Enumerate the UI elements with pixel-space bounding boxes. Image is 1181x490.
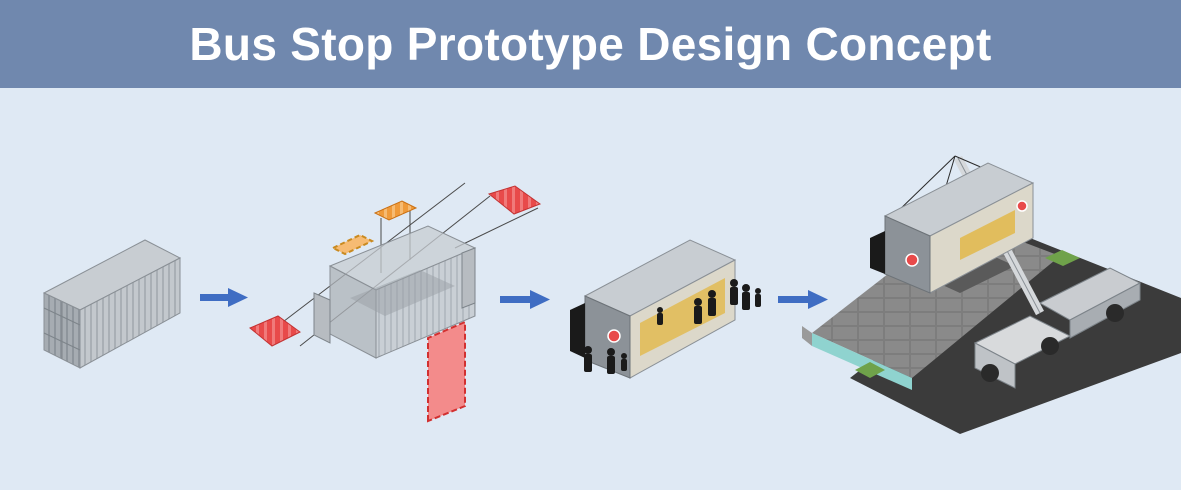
crane-installation-scene	[802, 155, 1181, 434]
process-diagram	[42, 155, 1181, 434]
page-title: Bus Stop Prototype Design Concept	[189, 18, 992, 70]
people-silhouettes	[584, 279, 761, 374]
arrow-right-icon	[778, 290, 828, 309]
arrow-right-icon	[500, 290, 550, 309]
arrow-right-icon	[200, 288, 248, 307]
sidewalk	[812, 218, 1060, 378]
bus-shelter-icon	[570, 239, 761, 379]
diagram-stage	[0, 88, 1181, 490]
shipping-container-icon	[42, 239, 182, 369]
exploded-container-icon	[249, 182, 542, 423]
header-banner: Bus Stop Prototype Design Concept	[0, 0, 1181, 88]
